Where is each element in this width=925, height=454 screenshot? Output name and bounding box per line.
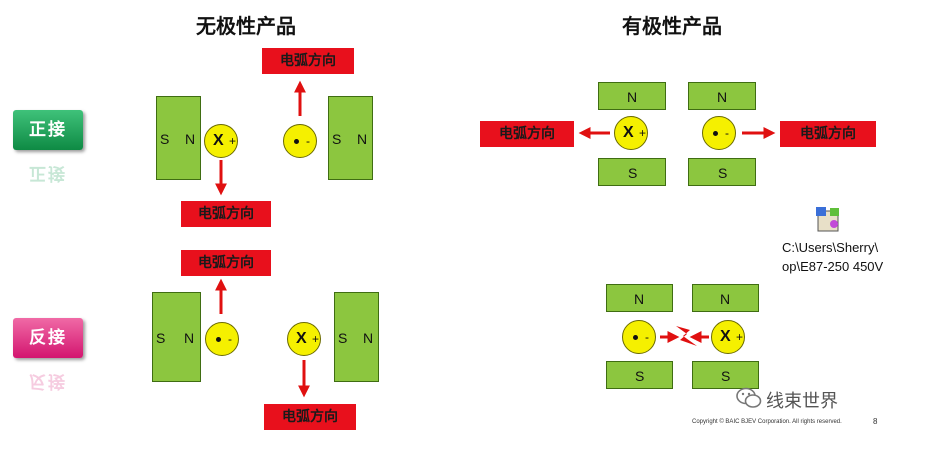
file-shortcut-icon[interactable] <box>814 205 844 235</box>
pole-n: N <box>357 131 368 147</box>
wechat-icon <box>736 387 762 408</box>
magnet-bottom-right-polar-reverse: S <box>692 361 759 389</box>
page-number: 8 <box>873 417 878 426</box>
cross-symbol: X <box>213 132 224 149</box>
magnet-bottom-left-polar: S <box>598 158 666 186</box>
heading-polar: 有极性产品 <box>622 14 722 38</box>
pole-s: S <box>156 330 166 346</box>
magnet-right-forward: S N <box>328 96 373 180</box>
contact-dot-polar: - <box>702 116 736 150</box>
arc-direction-label: 电弧方向 <box>780 121 876 147</box>
watermark-text: 线束世界 <box>766 391 838 412</box>
pole-n: N <box>363 330 374 346</box>
dot-symbol <box>216 337 221 342</box>
magnet-top-left-polar-reverse: N <box>606 284 673 312</box>
magnet-top-left-polar: N <box>598 82 666 110</box>
file-label-line2: op\E87-250 450V <box>782 259 884 274</box>
minus-sign: - <box>228 332 232 346</box>
plus-sign: + <box>229 134 237 148</box>
pole-n: N <box>720 291 731 307</box>
pole-n: N <box>184 330 195 346</box>
pole-n: N <box>627 89 638 105</box>
magnet-left-forward: S N <box>156 96 201 180</box>
arc-direction-label: 电弧方向 <box>262 48 354 74</box>
arc-direction-label: 电弧方向 <box>181 201 271 227</box>
magnet-bottom-right-polar: S <box>688 158 756 186</box>
contact-cross-polar: X + <box>614 116 648 150</box>
plus-sign: + <box>736 330 744 344</box>
dot-symbol <box>294 139 299 144</box>
contact-cross-reverse: X + <box>287 322 321 356</box>
contact-dot-forward: - <box>283 124 317 158</box>
pole-n: N <box>634 291 645 307</box>
pole-n: N <box>717 89 728 105</box>
arc-direction-label: 电弧方向 <box>181 250 271 276</box>
contact-cross-polar-reverse: X + <box>711 320 745 354</box>
pole-s: S <box>332 131 342 147</box>
arc-direction-label: 电弧方向 <box>480 121 574 147</box>
plus-sign: + <box>312 332 320 346</box>
pole-s: S <box>721 368 731 384</box>
file-label-line1: C:\Users\Sherry\ <box>782 240 879 255</box>
heading-nonpolar: 无极性产品 <box>196 14 296 38</box>
copyright-text: Copyright © BAIC BJEV Corporation. All r… <box>692 419 842 425</box>
minus-sign: - <box>645 330 649 344</box>
forward-connection-button[interactable]: 正接 <box>13 110 83 150</box>
pole-n: N <box>185 131 196 147</box>
reverse-connection-button[interactable]: 反接 <box>13 318 83 358</box>
arc-direction-label: 电弧方向 <box>264 404 356 430</box>
magnet-right-reverse: S N <box>334 292 379 382</box>
dot-symbol <box>713 131 718 136</box>
magnet-left-reverse: S N <box>152 292 201 382</box>
minus-sign: - <box>725 126 729 140</box>
magnet-top-right-polar: N <box>688 82 756 110</box>
pole-s: S <box>635 368 645 384</box>
cross-symbol: X <box>623 124 634 141</box>
plus-sign: + <box>639 126 647 140</box>
pole-s: S <box>718 165 728 181</box>
magnet-top-right-polar-reverse: N <box>692 284 759 312</box>
contact-cross-forward: X + <box>204 124 238 158</box>
cross-symbol: X <box>296 330 307 347</box>
contact-dot-polar-reverse: - <box>622 320 656 354</box>
cross-symbol: X <box>720 328 731 345</box>
minus-sign: - <box>306 134 310 148</box>
dot-symbol <box>633 335 638 340</box>
contact-dot-reverse: - <box>205 322 239 356</box>
pole-s: S <box>160 131 170 147</box>
pole-s: S <box>338 330 348 346</box>
magnet-bottom-left-polar-reverse: S <box>606 361 673 389</box>
spark-icon <box>676 326 697 346</box>
pole-s: S <box>628 165 638 181</box>
